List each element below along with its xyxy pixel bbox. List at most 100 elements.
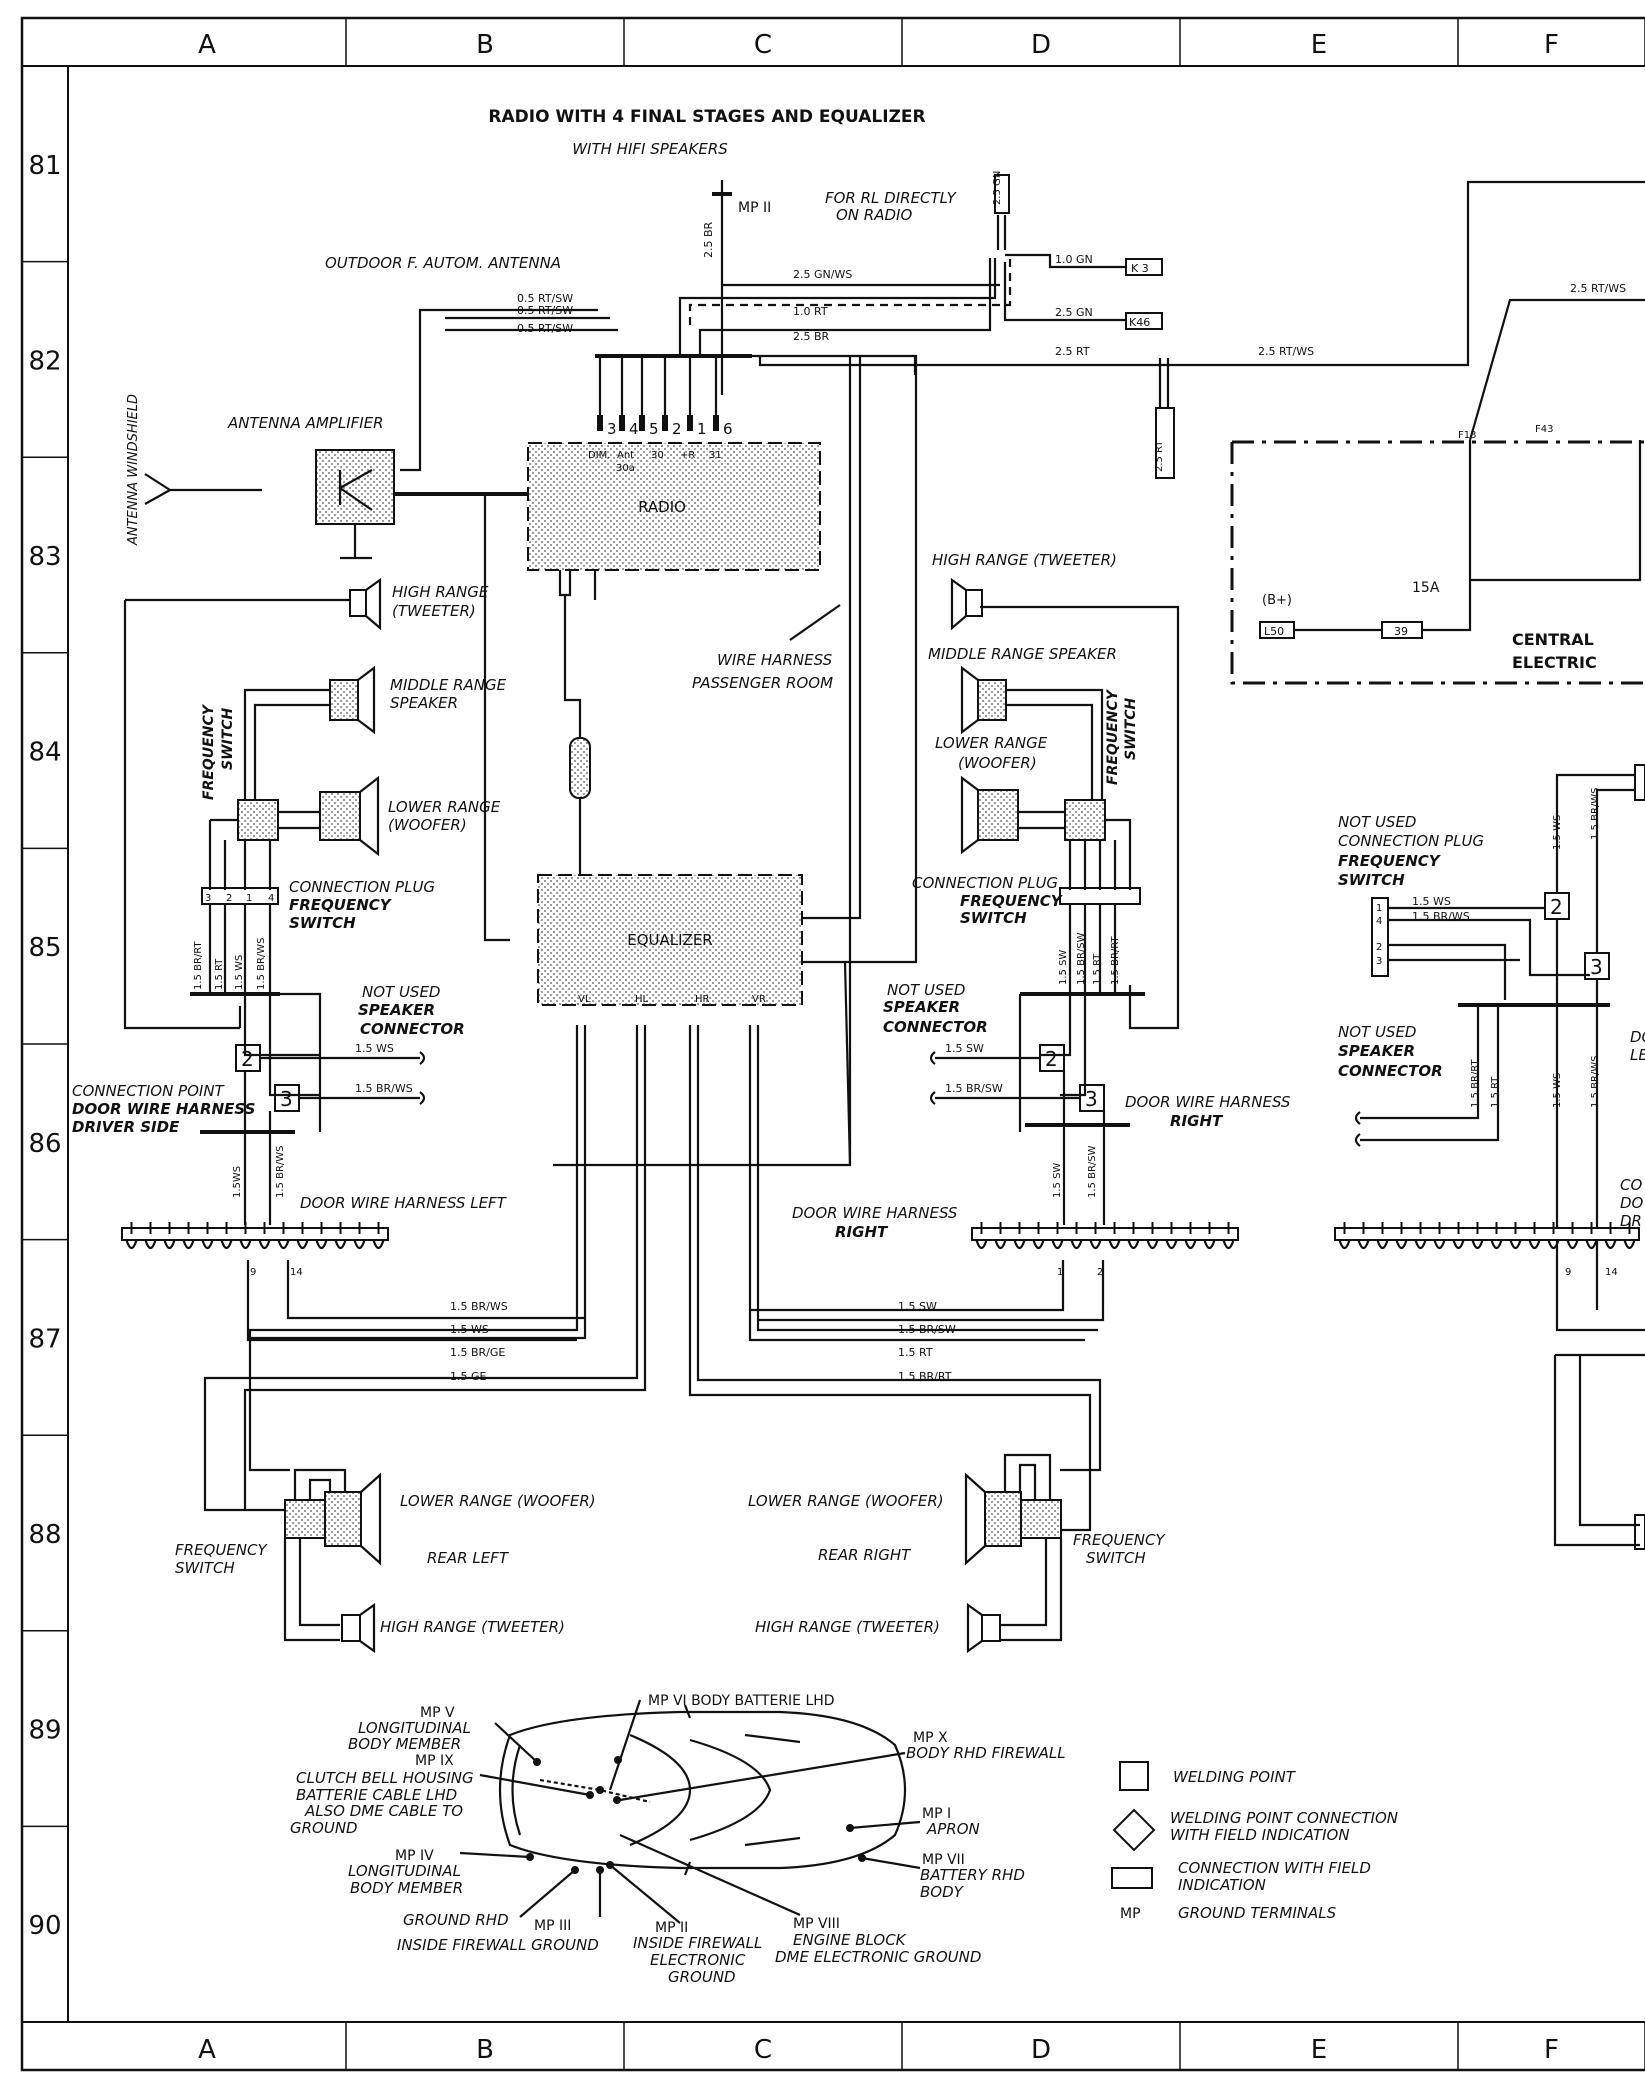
fDoorConn-pin bbox=[1623, 1239, 1636, 1250]
wlbl-rt: 1.5 RT bbox=[214, 958, 225, 990]
left-mid-wire bbox=[243, 688, 330, 820]
rightDoorConn-pin bbox=[1146, 1239, 1159, 1250]
radio-pin-labels: DIM. Ant 30 +R 31 30a bbox=[588, 450, 722, 474]
grid-col-bottom-C: C bbox=[754, 2035, 772, 2065]
right-woofer-label-1: LOWER RANGE bbox=[935, 734, 1048, 752]
k3-box bbox=[1125, 258, 1163, 276]
right-door-out bbox=[750, 1260, 1105, 1322]
radio-pin-3 bbox=[597, 415, 603, 431]
f-wl-15brws: 1.5 BR/WS bbox=[1412, 910, 1470, 923]
wlbl-r-15brsw-v: 1.5 BR/SW bbox=[1087, 1145, 1098, 1198]
legend-welding-point: WELDING POINT bbox=[1173, 1768, 1297, 1786]
left-door-out bbox=[246, 1260, 585, 1342]
f-wl-ws-vert: 1.5 WS bbox=[1552, 815, 1563, 850]
rear-right-tweeter-cone bbox=[966, 1602, 983, 1654]
wlbl-r-15brsw: 1.5 BR/SW bbox=[945, 1082, 1003, 1095]
gnws-wire bbox=[678, 258, 997, 356]
c39-box bbox=[1381, 621, 1423, 639]
eq-hr-wire-b bbox=[696, 1025, 1102, 1472]
mp4-a: MP IV bbox=[395, 1848, 434, 1864]
wlbl-r-15sw-v: 1.5 SW bbox=[1052, 1163, 1063, 1198]
svg-text:VR: VR bbox=[752, 994, 766, 1005]
f-rear-wires bbox=[1553, 1353, 1645, 1547]
legend-mp-symbol: MP bbox=[1120, 1906, 1141, 1922]
f-door-connector bbox=[1334, 1222, 1640, 1250]
svg-text:1: 1 bbox=[246, 893, 252, 904]
f-plug-wires bbox=[1388, 906, 1590, 1000]
rear-left-woofer-label: LOWER RANGE (WOOFER) bbox=[400, 1492, 596, 1510]
left-midrange bbox=[329, 679, 359, 721]
mpx-a: MP X bbox=[913, 1730, 948, 1746]
grid-col-bottom-D: D bbox=[1031, 2035, 1051, 2065]
svg-text:3: 3 bbox=[205, 893, 211, 904]
wire-harness-label-1: WIRE HARNESS bbox=[717, 651, 833, 669]
eq-hl-wire-a bbox=[203, 1025, 639, 1512]
right-not-used-1: NOT USED bbox=[887, 981, 966, 999]
left-conn-plug-label-3: SWITCH bbox=[289, 914, 356, 932]
svg-text:4: 4 bbox=[1376, 916, 1382, 927]
f-vertical-wires bbox=[1555, 773, 1645, 1332]
bplus-label: (B+) bbox=[1262, 593, 1292, 608]
central-internal bbox=[1422, 440, 1642, 632]
wire-label-25rtws: 2.5 RT/WS bbox=[1258, 345, 1314, 358]
eq-hl-wire-b bbox=[243, 1025, 647, 1510]
leftDoorConn-pin bbox=[334, 1239, 347, 1250]
legend-diamond-1: WELDING POINT CONNECTION bbox=[1170, 1809, 1398, 1827]
left-harness-out bbox=[243, 992, 322, 1132]
wire-label-br-sw: 1.5 BR/SW bbox=[898, 1323, 956, 1336]
f-plug: 1 4 2 3 bbox=[1371, 897, 1389, 977]
leftDoorConn-pin bbox=[220, 1239, 233, 1250]
wire-label-25rt-vert: 2.5 RT bbox=[1154, 440, 1165, 472]
mp3-label: MP III bbox=[534, 1918, 571, 1934]
right-woofer-cone bbox=[960, 775, 979, 855]
fDoorConn-body bbox=[1334, 1227, 1640, 1241]
wlbl-r-sw: 1.5 SW bbox=[1058, 950, 1069, 985]
rl-connector bbox=[996, 215, 1007, 250]
antenna-amplifier bbox=[315, 449, 395, 525]
fDoorConn-pin bbox=[1566, 1239, 1579, 1250]
leftDoorConn-pin bbox=[315, 1239, 328, 1250]
fDoorConn-pin bbox=[1471, 1239, 1484, 1250]
rightDoorConn-body bbox=[971, 1227, 1239, 1241]
left-woofer-label-2: (WOOFER) bbox=[388, 816, 467, 834]
wire-label-2-5-gnws: 2.5 GN/WS bbox=[793, 268, 852, 281]
k-wires bbox=[1003, 253, 1126, 322]
leftDoorConn-pin bbox=[182, 1239, 195, 1250]
rightDoorConn-pin bbox=[1184, 1239, 1197, 1250]
mp8-b: ENGINE BLOCK bbox=[793, 1931, 907, 1949]
radio-pin-wires bbox=[598, 356, 718, 415]
left-woofer-cone bbox=[359, 775, 380, 857]
antenna-amplifier-label: ANTENNA AMPLIFIER bbox=[227, 414, 384, 432]
left-tweeter-cone bbox=[365, 577, 382, 631]
radio-pin-label-6: 6 bbox=[723, 420, 733, 438]
mp9-d: ALSO DME CABLE TO bbox=[304, 1802, 463, 1820]
eq-vr-wire-a bbox=[748, 1025, 1085, 1342]
ground-leaders bbox=[459, 1699, 921, 1924]
cp-driver-1: CONNECTION POINT bbox=[72, 1082, 226, 1100]
right-not-used-2: SPEAKER bbox=[883, 998, 960, 1016]
f-nu-spk-1: NOT USED bbox=[1338, 1023, 1417, 1041]
legend-diamond-symbol bbox=[1112, 1808, 1156, 1852]
right-woofer-label-2: (WOOFER) bbox=[958, 754, 1037, 772]
grid-col-D: D bbox=[1031, 30, 1051, 60]
rear-left-tweeter bbox=[341, 1614, 361, 1642]
wire-label-10gn: 1.0 GN bbox=[1055, 253, 1093, 266]
antenna-wires bbox=[445, 308, 618, 332]
right-door-label-2: RIGHT bbox=[835, 1223, 889, 1241]
right-fs-to-woofer bbox=[1018, 810, 1065, 830]
mp7-a: MP VII bbox=[922, 1852, 965, 1868]
left-unused-wires bbox=[260, 1056, 420, 1100]
radio-pin-4 bbox=[619, 415, 625, 431]
rear-left-tweeter-wire bbox=[283, 1538, 340, 1642]
rear-right-tweeter-label: HIGH RANGE (TWEETER) bbox=[755, 1618, 940, 1636]
mp9-a: MP IX bbox=[415, 1753, 454, 1769]
grid-row-82: 82 bbox=[28, 346, 61, 376]
fDoorConn-pin bbox=[1528, 1239, 1541, 1250]
rightDoorConn-pin bbox=[1203, 1239, 1216, 1250]
rear-left-fs-label-1: FREQUENCY bbox=[175, 1541, 268, 1559]
rear-right-woofer bbox=[984, 1491, 1022, 1547]
left-tweeter-label-2: (TWEETER) bbox=[392, 602, 476, 620]
left-tweeter bbox=[349, 589, 367, 617]
radio-pin-5 bbox=[639, 415, 645, 431]
